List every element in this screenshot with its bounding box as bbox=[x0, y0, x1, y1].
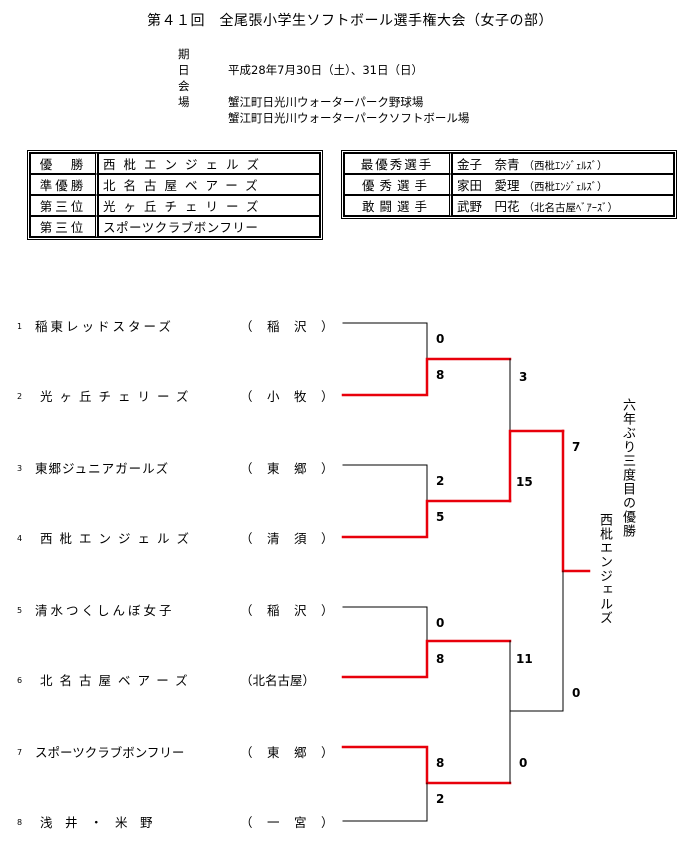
awards-row: 優秀選手 家田 愛理 （西枇ｴﾝｼﾞｪﾙｽﾞ） bbox=[344, 174, 674, 195]
result-team: 西枇エンジェルズ bbox=[98, 153, 320, 174]
team-number: 1 bbox=[17, 322, 23, 331]
team-name: 東郷ジュニアガールズ bbox=[35, 461, 170, 476]
team-number: 2 bbox=[17, 392, 23, 401]
award-label: 優秀選手 bbox=[344, 174, 452, 195]
bracket-line bbox=[342, 606, 428, 642]
score: 2 bbox=[436, 792, 445, 806]
award-name: 家田 愛理 bbox=[457, 178, 520, 193]
score: 2 bbox=[436, 474, 445, 488]
score: 7 bbox=[572, 440, 581, 454]
date-value: 平成28年7月30日（土）、31日（日） bbox=[228, 63, 423, 77]
team-number: 5 bbox=[17, 606, 23, 615]
results-row: 準優勝 北名古屋ベアーズ bbox=[30, 174, 320, 195]
bracket-line bbox=[342, 782, 428, 822]
results-row: 第三位 スポーツクラブボンフリー bbox=[30, 216, 320, 237]
award-team: （西枇ｴﾝｼﾞｪﾙｽﾞ） bbox=[523, 181, 608, 193]
score: 0 bbox=[572, 686, 581, 700]
team-area: （北名古屋） bbox=[240, 673, 316, 688]
team-area: （ 清 須 ） bbox=[240, 531, 335, 546]
venue-label: 会 場 bbox=[178, 79, 213, 109]
team-name: 浅 井 ・ 米 野 bbox=[40, 815, 153, 830]
bracket-line bbox=[341, 639, 512, 679]
team-area: （ 稲 沢 ） bbox=[240, 603, 335, 618]
team-name: 西枇エンジェルズ bbox=[40, 531, 197, 546]
score: 8 bbox=[436, 368, 445, 382]
score: 0 bbox=[436, 616, 445, 630]
score: 15 bbox=[516, 475, 533, 489]
team-number: 7 bbox=[17, 748, 23, 757]
result-label: 第三位 bbox=[30, 195, 98, 216]
team-name: 清水つくしんぼ女子 bbox=[35, 603, 175, 618]
venue-2: 蟹江町日光川ウォーターパークソフトボール場 bbox=[228, 111, 470, 125]
results-table: 優 勝 西枇エンジェルズ 準優勝 北名古屋ベアーズ 第三位 光ヶ丘チェリーズ 第… bbox=[27, 150, 323, 240]
page-title: 第４１回 全尾張小学生ソフトボール選手権大会（女子の部） bbox=[147, 13, 553, 29]
bracket-line bbox=[341, 745, 512, 785]
awards-table: 最優秀選手 金子 奈青 （西枇ｴﾝｼﾞｪﾙｽﾞ） 優秀選手 家田 愛理 （西枇ｴ… bbox=[341, 150, 677, 219]
event-info: 期 日平成28年7月30日（土）、31日（日） 会 場蟹江町日光川ウォーターパー… bbox=[178, 46, 469, 126]
venue-1: 蟹江町日光川ウォーターパーク野球場 bbox=[228, 95, 424, 109]
award-label: 最優秀選手 bbox=[344, 153, 452, 174]
result-label: 第三位 bbox=[30, 216, 98, 237]
team-area: （ 東 郷 ） bbox=[240, 745, 335, 760]
bracket-line bbox=[342, 464, 428, 502]
score: 11 bbox=[516, 652, 533, 666]
awards-row: 最優秀選手 金子 奈青 （西枇ｴﾝｼﾞｪﾙｽﾞ） bbox=[344, 153, 674, 174]
award-player: 金子 奈青 （西枇ｴﾝｼﾞｪﾙｽﾞ） bbox=[452, 153, 674, 174]
team-name: 稲東レッドスターズ bbox=[35, 319, 174, 334]
award-team: （北名古屋ﾍﾞｱｰｽﾞ） bbox=[523, 202, 619, 214]
score: 0 bbox=[519, 756, 528, 770]
team-number: 8 bbox=[17, 818, 23, 827]
bracket-line bbox=[341, 357, 512, 397]
award-team: （西枇ｴﾝｼﾞｪﾙｽﾞ） bbox=[523, 160, 608, 172]
result-label: 優 勝 bbox=[30, 153, 98, 174]
awards-row: 敢闘選手 武野 円花 （北名古屋ﾍﾞｱｰｽﾞ） bbox=[344, 195, 674, 216]
result-team: スポーツクラブボンフリー bbox=[98, 216, 320, 237]
team-area: （ 東 郷 ） bbox=[240, 461, 335, 476]
award-name: 金子 奈青 bbox=[457, 157, 520, 172]
team-name: 北名古屋ベアーズ bbox=[40, 673, 195, 688]
team-name: 光ヶ丘チェリーズ bbox=[40, 389, 196, 404]
team-number: 3 bbox=[17, 464, 23, 473]
score: 3 bbox=[519, 370, 528, 384]
result-label: 準優勝 bbox=[30, 174, 98, 195]
team-area: （ 小 牧 ） bbox=[240, 389, 335, 404]
bracket-line bbox=[508, 429, 565, 503]
award-label: 敢闘選手 bbox=[344, 195, 452, 216]
bracket-line bbox=[341, 499, 512, 539]
team-area: （ 一 宮 ） bbox=[240, 815, 335, 830]
score: 8 bbox=[436, 652, 445, 666]
award-name: 武野 円花 bbox=[457, 199, 520, 214]
team-number: 6 bbox=[17, 676, 23, 685]
score: 0 bbox=[436, 332, 445, 346]
team-name: スポーツクラブボンフリー bbox=[35, 745, 185, 760]
score: 5 bbox=[436, 510, 445, 524]
results-row: 優 勝 西枇エンジェルズ bbox=[30, 153, 320, 174]
award-player: 家田 愛理 （西枇ｴﾝｼﾞｪﾙｽﾞ） bbox=[452, 174, 674, 195]
date-label: 期 日 bbox=[178, 47, 213, 77]
award-player: 武野 円花 （北名古屋ﾍﾞｱｰｽﾞ） bbox=[452, 195, 674, 216]
results-row: 第三位 光ヶ丘チェリーズ bbox=[30, 195, 320, 216]
champion-team: 西枇エンジェルズ bbox=[597, 513, 612, 625]
team-number: 4 bbox=[17, 534, 23, 543]
result-team: 光ヶ丘チェリーズ bbox=[98, 195, 320, 216]
team-area: （ 稲 沢 ） bbox=[240, 319, 335, 334]
champion-note: 六年ぶり三度目の優勝 bbox=[620, 398, 635, 538]
result-team: 北名古屋ベアーズ bbox=[98, 174, 320, 195]
bracket-line bbox=[342, 322, 428, 360]
score: 8 bbox=[436, 756, 445, 770]
